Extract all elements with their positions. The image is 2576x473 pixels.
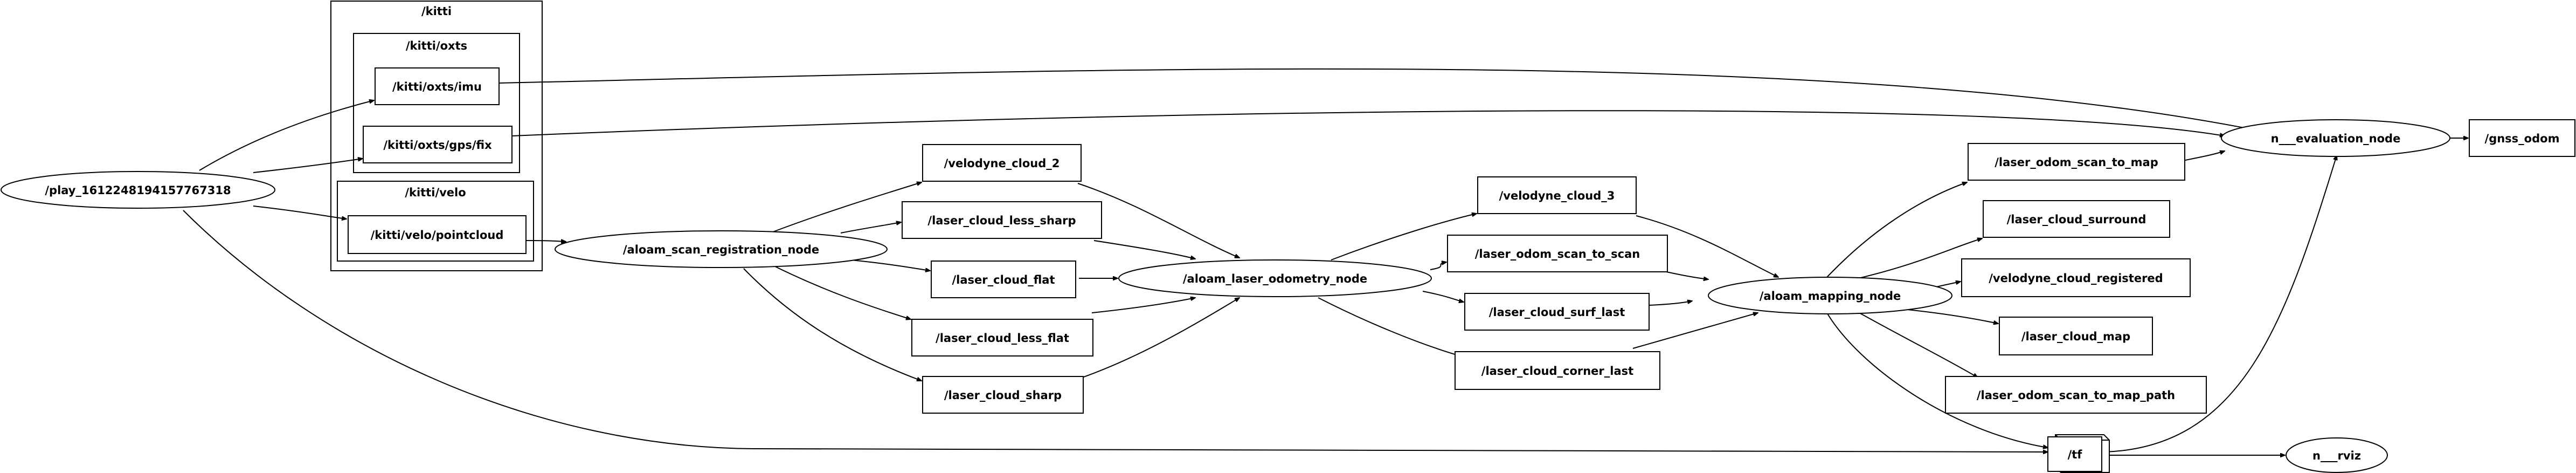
edge-scan-registration-to-sharp <box>743 268 922 381</box>
svg-text:/gnss_odom: /gnss_odom <box>2485 132 2560 145</box>
node-laser-odom-scan-to-scan[interactable]: /laser_odom_scan_to_scan <box>1447 235 1668 272</box>
edge-velodyne-cloud-2-to-odometry <box>1077 183 1239 258</box>
svg-text:/kitti/velo/pointcloud: /kitti/velo/pointcloud <box>371 229 504 242</box>
edge-mapping-to-tf <box>1826 312 2048 448</box>
node-laser-cloud-surround[interactable]: /laser_cloud_surround <box>1983 200 2170 238</box>
node-laser-cloud-less-flat[interactable]: /laser_cloud_less_flat <box>911 319 1093 357</box>
node-aloam-mapping[interactable]: /aloam_mapping_node <box>1708 277 1952 314</box>
edge-scan-registration-to-less-sharp <box>840 222 901 234</box>
node-laser-cloud-surf-last[interactable]: /laser_cloud_surf_last <box>1464 293 1650 331</box>
svg-text:/laser_cloud_surround: /laser_cloud_surround <box>2007 213 2146 226</box>
svg-text:/velodyne_cloud_2: /velodyne_cloud_2 <box>944 157 1060 170</box>
svg-text:/laser_odom_scan_to_scan: /laser_odom_scan_to_scan <box>1475 248 1640 261</box>
node-laser-cloud-less-sharp[interactable]: /laser_cloud_less_sharp <box>902 201 1102 239</box>
svg-text:/laser_cloud_surf_last: /laser_cloud_surf_last <box>1489 306 1625 319</box>
edge-odom-scan-to-scan-to-mapping <box>1666 271 1708 279</box>
svg-text:n___evaluation_node: n___evaluation_node <box>2271 132 2401 145</box>
cluster-kitti-oxts-label: /kitti/oxts <box>406 39 467 52</box>
edge-odometry-to-velodyne-cloud-3 <box>1331 214 1477 261</box>
svg-text:/laser_cloud_less_sharp: /laser_cloud_less_sharp <box>927 214 1076 227</box>
svg-text:/laser_odom_scan_to_map: /laser_odom_scan_to_map <box>1995 156 2158 169</box>
edge-scan-registration-to-velodyne-cloud-2 <box>772 182 922 232</box>
edge-tf-to-evaluation <box>2103 155 2337 453</box>
edge-less-sharp-to-odometry <box>1093 240 1195 259</box>
node-kitti-velo-pointcloud[interactable]: /kitti/velo/pointcloud <box>348 215 527 254</box>
node-laser-odom-scan-to-map[interactable]: /laser_odom_scan_to_map <box>1968 143 2185 181</box>
cluster-kitti-label: /kitti <box>421 5 452 18</box>
svg-text:/aloam_scan_registration_node: /aloam_scan_registration_node <box>623 243 819 256</box>
edge-play-to-gps-fix <box>253 159 363 173</box>
edge-less-flat-to-odometry <box>1091 298 1195 313</box>
edge-mapping-to-cloud-surround <box>1853 238 1982 280</box>
svg-text:/laser_cloud_corner_last: /laser_cloud_corner_last <box>1481 365 1633 378</box>
node-rviz[interactable]: n___rviz <box>2286 437 2388 473</box>
edge-mapping-to-odom-scan-to-map <box>1826 182 1967 278</box>
node-evaluation[interactable]: n___evaluation_node <box>2221 119 2450 157</box>
svg-text:/aloam_mapping_node: /aloam_mapping_node <box>1760 290 1901 303</box>
node-aloam-laser-odometry[interactable]: /aloam_laser_odometry_node <box>1118 259 1432 297</box>
cluster-kitti-velo-label: /kitti/velo <box>405 186 466 199</box>
node-play[interactable]: /play_1612248194157767318 <box>1 171 275 209</box>
svg-text:/tf: /tf <box>2068 448 2083 461</box>
svg-text:/laser_cloud_map: /laser_cloud_map <box>2021 330 2130 343</box>
edge-imu-to-evaluation <box>498 68 2269 133</box>
svg-text:/velodyne_cloud_3: /velodyne_cloud_3 <box>1499 189 1615 202</box>
edge-odometry-to-corner-last <box>1318 297 1460 356</box>
svg-text:/play_1612248194157767318: /play_1612248194157767318 <box>45 184 231 197</box>
node-velodyne-cloud-registered[interactable]: /velodyne_cloud_registered <box>1961 258 2191 297</box>
edge-play-to-tf <box>183 210 2048 452</box>
edge-play-to-imu <box>199 100 374 171</box>
edge-play-to-pointcloud <box>253 205 347 219</box>
node-laser-odom-scan-to-map-path[interactable]: /laser_odom_scan_to_map_path <box>1945 376 2207 414</box>
node-velodyne-cloud-2[interactable]: /velodyne_cloud_2 <box>922 144 1082 182</box>
edge-mapping-to-cloud-map <box>1896 308 1998 324</box>
svg-text:/laser_cloud_flat: /laser_cloud_flat <box>952 273 1055 286</box>
node-aloam-scan-registration[interactable]: /aloam_scan_registration_node <box>555 230 888 268</box>
node-gnss-odom[interactable]: /gnss_odom <box>2469 119 2575 157</box>
cluster-kitti-oxts: /kitti/oxts <box>353 33 520 173</box>
node-laser-cloud-map[interactable]: /laser_cloud_map <box>1999 317 2153 355</box>
edge-corner-last-to-mapping <box>1632 313 1758 349</box>
edge-odom-scan-to-map-to-evaluation <box>2182 151 2225 161</box>
edge-mapping-to-odom-scan-to-map-path <box>1859 312 1978 378</box>
svg-text:/laser_cloud_less_flat: /laser_cloud_less_flat <box>936 332 1069 345</box>
edges <box>183 68 2468 455</box>
edge-surf-last-to-mapping <box>1649 301 1692 306</box>
edge-odometry-to-surf-last <box>1422 291 1464 302</box>
node-velodyne-cloud-3[interactable]: /velodyne_cloud_3 <box>1477 176 1637 214</box>
svg-text:/laser_odom_scan_to_map_path: /laser_odom_scan_to_map_path <box>1977 389 2175 402</box>
edge-sharp-to-odometry <box>1082 298 1239 378</box>
cluster-kitti: /kitti <box>330 1 543 271</box>
edge-odometry-to-odom-scan-to-scan <box>1430 262 1446 270</box>
cluster-kitti-velo: /kitti/velo <box>337 181 534 262</box>
svg-text:/velodyne_cloud_registered: /velodyne_cloud_registered <box>1989 272 2163 285</box>
edge-velodyne-cloud-3-to-mapping <box>1636 215 1778 277</box>
svg-text:n___rviz: n___rviz <box>2312 449 2361 462</box>
node-tf[interactable]: /tf <box>2047 434 2110 473</box>
edge-pointcloud-to-scan-registration <box>525 241 566 242</box>
svg-text:/kitti/oxts/imu: /kitti/oxts/imu <box>392 80 482 93</box>
node-laser-cloud-sharp[interactable]: /laser_cloud_sharp <box>922 376 1084 414</box>
nodes: /play_1612248194157767318 /kitti/oxts/im… <box>1 67 2575 473</box>
node-laser-cloud-corner-last[interactable]: /laser_cloud_corner_last <box>1455 351 1660 390</box>
edge-gps-fix-to-evaluation <box>511 110 2225 136</box>
edge-scan-registration-to-flat <box>840 258 930 271</box>
svg-text:/kitti/oxts/gps/fix: /kitti/oxts/gps/fix <box>383 139 492 152</box>
svg-text:/laser_cloud_sharp: /laser_cloud_sharp <box>944 389 1062 402</box>
node-kitti-oxts-gps-fix[interactable]: /kitti/oxts/gps/fix <box>363 126 513 163</box>
node-kitti-oxts-imu[interactable]: /kitti/oxts/imu <box>375 67 500 105</box>
svg-text:/aloam_laser_odometry_node: /aloam_laser_odometry_node <box>1183 272 1367 285</box>
edge-scan-registration-to-less-flat <box>770 264 911 319</box>
node-laser-cloud-flat[interactable]: /laser_cloud_flat <box>931 261 1076 298</box>
